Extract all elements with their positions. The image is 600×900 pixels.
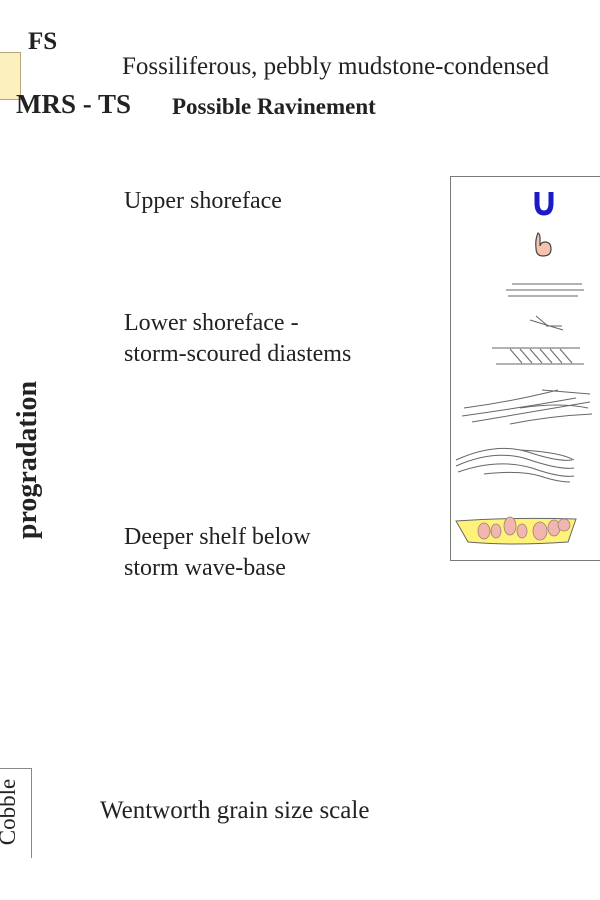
cross-bedding-icon bbox=[492, 347, 584, 365]
facies-deeper-line-2: storm wave-base bbox=[124, 555, 286, 581]
low-angle-cross-stratification-icon bbox=[461, 389, 593, 425]
cobble-label: Cobble bbox=[0, 778, 20, 846]
parallel-lamination-icon bbox=[506, 283, 584, 297]
facies-deeper-shelf: Deeper shelf below storm wave-base bbox=[124, 522, 311, 584]
ravinement-label: Possible Ravinement bbox=[172, 94, 376, 119]
facies-deeper-line-1: Deeper shelf below bbox=[124, 524, 311, 550]
mrs-ts-label: MRS - TS bbox=[16, 89, 132, 119]
facies-upper-line: Upper shoreface bbox=[124, 188, 282, 214]
pebble-lag-icon bbox=[455, 516, 577, 545]
facies-lower-line-2: storm-scoured diastems bbox=[124, 341, 352, 367]
fs-surface-label: FS bbox=[28, 28, 58, 55]
hummocky-cross-stratification-icon bbox=[455, 447, 575, 483]
grain-size-column bbox=[0, 768, 32, 858]
legend-symbols bbox=[455, 192, 593, 545]
facies-lower-line-1: Lower shoreface - bbox=[124, 310, 299, 336]
sedimentary-structures-legend bbox=[450, 176, 600, 561]
facies-upper-shoreface: Upper shoreface bbox=[124, 186, 282, 217]
fs-description: Fossiliferous, pebbly mudstone-condensed bbox=[122, 53, 550, 80]
progradation-label: progradation bbox=[12, 380, 43, 540]
trace-fossil-icon bbox=[535, 232, 552, 257]
ripple-cross-lamination-icon bbox=[529, 315, 564, 331]
mudstone-swatch bbox=[0, 52, 21, 100]
wentworth-scale-title: Wentworth grain size scale bbox=[100, 797, 370, 824]
u-burrow-icon bbox=[534, 192, 554, 216]
facies-lower-shoreface: Lower shoreface - storm-scoured diastems bbox=[124, 308, 351, 370]
